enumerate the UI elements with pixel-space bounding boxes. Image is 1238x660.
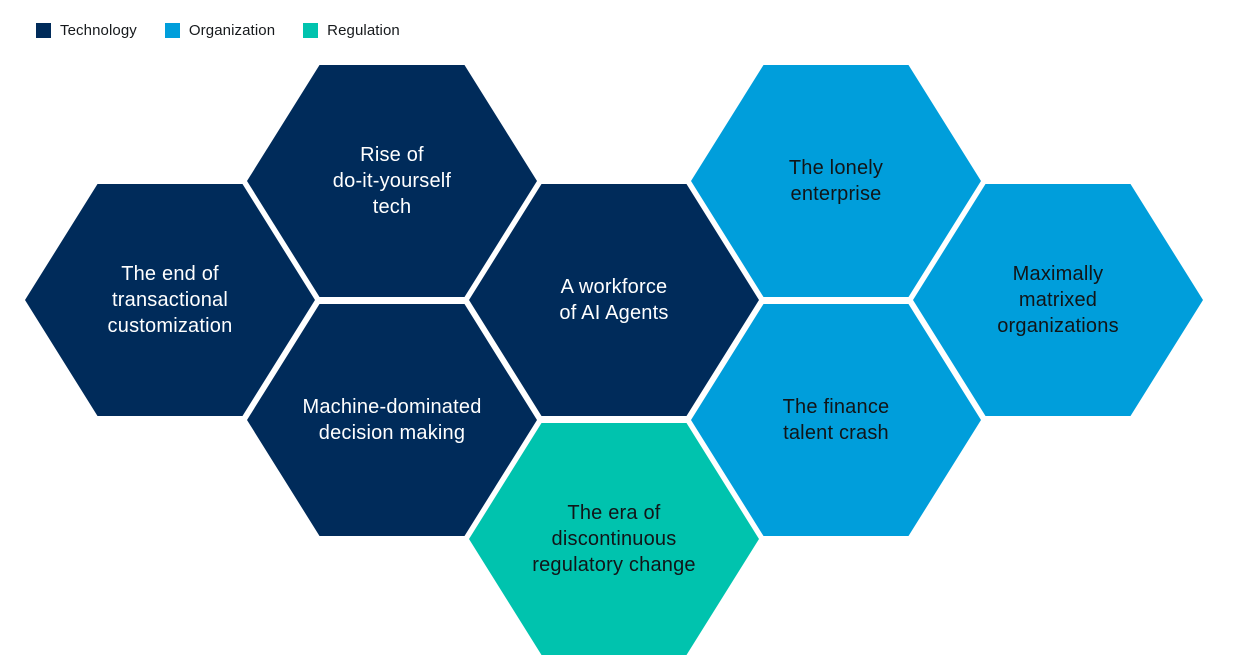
hexagon-lonely-enterprise <box>691 65 981 297</box>
legend-label-organization: Organization <box>188 22 276 39</box>
hexagon-rise-of-do-it-yourself-tech <box>247 65 537 297</box>
hexagon-machine-dominated-decision-making <box>247 304 537 536</box>
legend-item-regulation: Regulation <box>303 22 400 39</box>
legend-item-organization: Organization <box>164 22 276 39</box>
legend-swatch-regulation <box>303 23 319 38</box>
legend-label-technology: Technology <box>60 22 137 39</box>
hexagon-finance-talent-crash <box>691 304 981 536</box>
legend: Technology Organization Regulation <box>36 22 400 39</box>
legend-item-technology: Technology <box>36 22 137 39</box>
legend-label-regulation: Regulation <box>327 22 400 39</box>
hexagon-maximally-matrixed-organizations <box>913 184 1203 416</box>
hexagon-era-of-discontinuous-regulatory-change <box>469 423 759 655</box>
legend-swatch-organization <box>164 23 180 38</box>
hexagon-end-of-transactional-customization <box>25 184 315 416</box>
hexagon-workforce-of-ai-agents <box>469 184 759 416</box>
legend-swatch-technology <box>36 23 51 38</box>
